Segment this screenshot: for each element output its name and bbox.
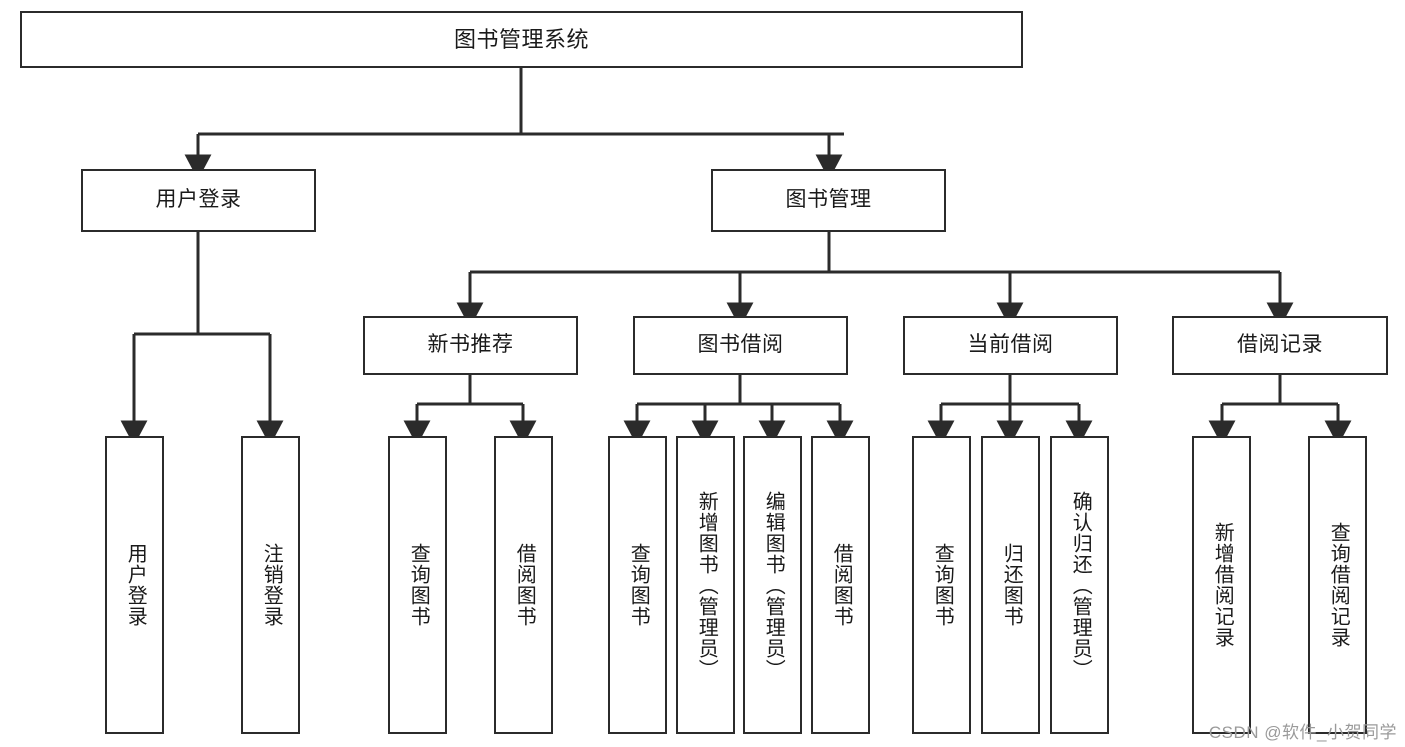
leaf-current-borrow-return[interactable]: 归还图书 (981, 436, 1040, 734)
leaf-book-borrow-edit[interactable]: 编辑图书（管理员） (743, 436, 802, 734)
leaf-book-borrow-add[interactable]: 新增图书（管理员） (676, 436, 735, 734)
leaf-user-login-logout[interactable]: 注销登录 (241, 436, 300, 734)
node-user-login[interactable]: 用户登录 (81, 169, 316, 232)
node-new-book-recommend[interactable]: 新书推荐 (363, 316, 578, 375)
leaf-new-book-query[interactable]: 查询图书 (388, 436, 447, 734)
leaf-current-borrow-confirm-return[interactable]: 确认归还（管理员） (1050, 436, 1109, 734)
node-label: 归还图书 (1000, 543, 1023, 627)
node-label: 用户登录 (124, 543, 147, 627)
node-borrow-record[interactable]: 借阅记录 (1172, 316, 1388, 375)
node-label: 查询图书 (407, 543, 430, 627)
node-label: 图书管理 (785, 188, 872, 212)
node-label: 新增图书（管理员） (695, 490, 718, 680)
leaf-book-borrow-query[interactable]: 查询图书 (608, 436, 667, 734)
node-label: 查询图书 (931, 543, 954, 627)
node-label: 借阅记录 (1237, 333, 1323, 357)
node-label: 借阅图书 (513, 543, 536, 627)
watermark-text: CSDN @软件_小贺同学 (1208, 723, 1397, 742)
node-label: 查询借阅记录 (1327, 522, 1350, 648)
node-label: 借阅图书 (830, 543, 853, 627)
node-label: 查询图书 (627, 543, 650, 627)
leaf-user-login-login[interactable]: 用户登录 (105, 436, 164, 734)
leaf-borrow-record-add[interactable]: 新增借阅记录 (1192, 436, 1251, 734)
node-label: 编辑图书（管理员） (762, 490, 785, 680)
node-book-borrow[interactable]: 图书借阅 (633, 316, 848, 375)
node-root-system[interactable]: 图书管理系统 (20, 11, 1023, 68)
node-label: 当前借阅 (967, 333, 1054, 357)
leaf-book-borrow-borrow[interactable]: 借阅图书 (811, 436, 870, 734)
node-label: 新书推荐 (427, 333, 514, 357)
node-label: 图书借阅 (697, 333, 784, 357)
node-label: 图书管理系统 (453, 26, 589, 52)
node-current-borrow[interactable]: 当前借阅 (903, 316, 1118, 375)
node-label: 新增借阅记录 (1211, 522, 1234, 648)
leaf-borrow-record-query[interactable]: 查询借阅记录 (1308, 436, 1367, 734)
leaf-current-borrow-query[interactable]: 查询图书 (912, 436, 971, 734)
node-label: 注销登录 (260, 543, 283, 627)
node-label: 确认归还（管理员） (1069, 490, 1092, 680)
node-book-management[interactable]: 图书管理 (711, 169, 946, 232)
leaf-new-book-borrow[interactable]: 借阅图书 (494, 436, 553, 734)
node-label: 用户登录 (155, 188, 242, 212)
